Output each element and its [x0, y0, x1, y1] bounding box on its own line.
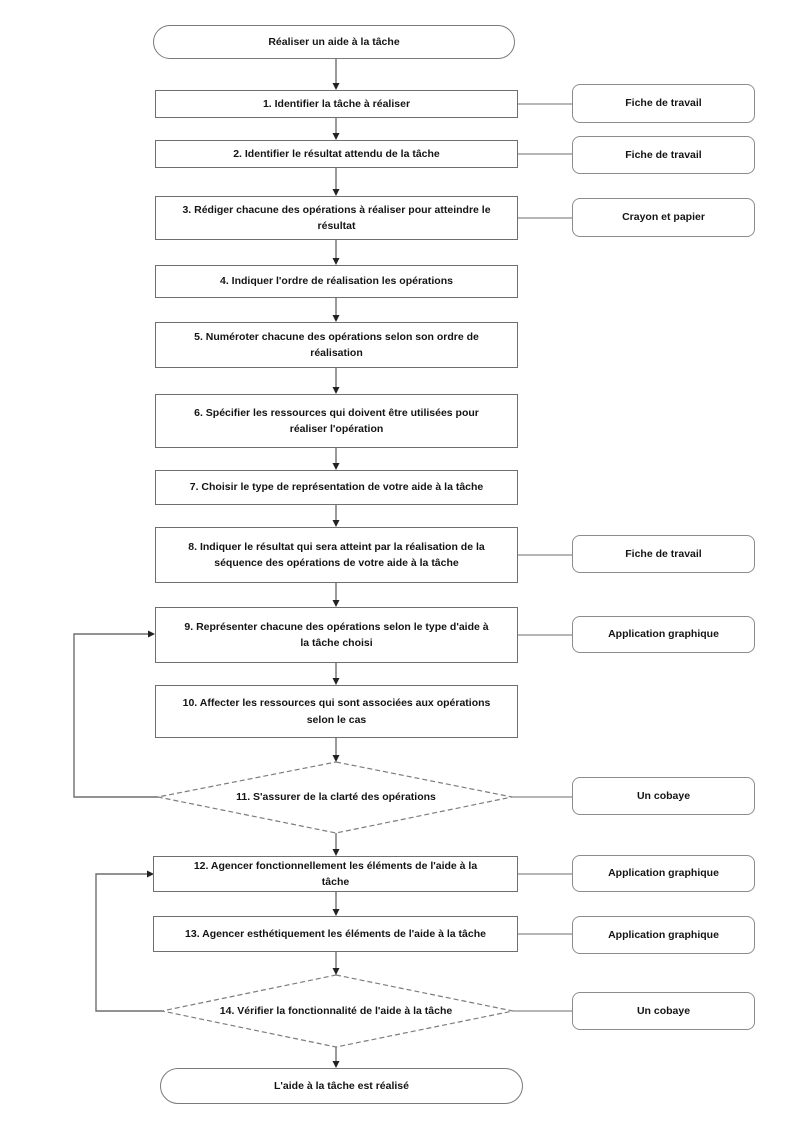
- resource-step-9: Application graphique: [572, 616, 755, 653]
- resource-step-14: Un cobaye: [572, 992, 755, 1030]
- start-terminator: Réaliser un aide à la tâche: [153, 25, 515, 59]
- resource-step-8: Fiche de travail: [572, 535, 755, 573]
- step-1-box: 1. Identifier la tâche à réaliser: [155, 90, 518, 118]
- step-6-box: 6. Spécifier les ressources qui doivent …: [155, 394, 518, 448]
- step-9-box: 9. Représenter chacune des opérations se…: [155, 607, 518, 663]
- arrowheads: [147, 83, 340, 1068]
- resource-step-1: Fiche de travail: [572, 84, 755, 123]
- resource-step-11: Un cobaye: [572, 777, 755, 815]
- step-12-box: 12. Agencer fonctionnellement les élémen…: [153, 856, 518, 892]
- step-13-box: 13. Agencer esthétiquement les éléments …: [153, 916, 518, 952]
- step-11-decision: 11. S'assurer de la clarté des opération…: [236, 790, 436, 803]
- resource-step-3: Crayon et papier: [572, 198, 755, 237]
- resource-step-2: Fiche de travail: [572, 136, 755, 174]
- resource-step-13: Application graphique: [572, 916, 755, 954]
- step-4-box: 4. Indiquer l'ordre de réalisation les o…: [155, 265, 518, 298]
- step-14-decision: 14. Vérifier la fonctionnalité de l'aide…: [219, 1004, 453, 1017]
- step-5-box: 5. Numéroter chacune des opérations selo…: [155, 322, 518, 368]
- step-2-box: 2. Identifier le résultat attendu de la …: [155, 140, 518, 168]
- resource-connector-lines: [512, 103, 572, 1012]
- step-7-box: 7. Choisir le type de représentation de …: [155, 470, 518, 505]
- step-10-box: 10. Affecter les ressources qui sont ass…: [155, 685, 518, 738]
- step-3-box: 3. Rédiger chacune des opérations à réal…: [155, 196, 518, 240]
- loopback-lines: [73, 633, 162, 1012]
- decision-diamond-shapes: [157, 761, 514, 1048]
- step-8-box: 8. Indiquer le résultat qui sera atteint…: [155, 527, 518, 583]
- end-terminator: L'aide à la tâche est réalisé: [160, 1068, 523, 1104]
- resource-step-12: Application graphique: [572, 855, 755, 892]
